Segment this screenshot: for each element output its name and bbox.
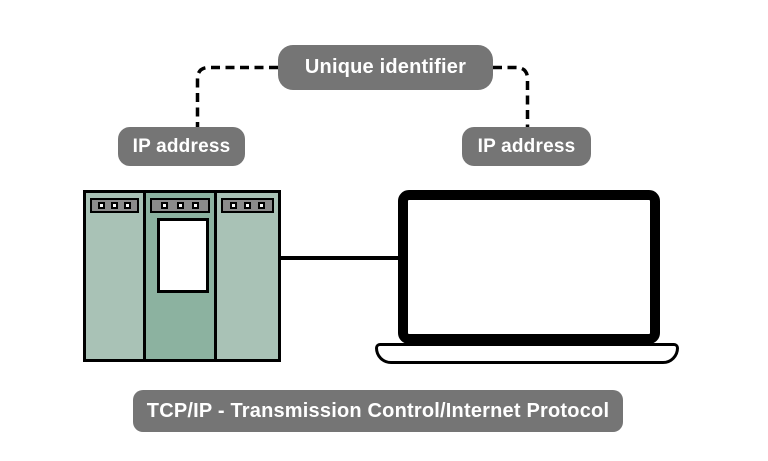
vent-hole xyxy=(98,202,105,209)
plc-display-window xyxy=(157,218,209,293)
unique-identifier-label: Unique identifier xyxy=(278,45,493,90)
laptop-screen xyxy=(398,190,660,344)
diagram-caption-text: TCP/IP - Transmission Control/Internet P… xyxy=(146,399,610,422)
vent-strip xyxy=(150,198,210,213)
ip-address-label-left: IP address xyxy=(118,127,245,166)
dashed-connector-right xyxy=(493,65,530,127)
dashed-connector-left xyxy=(195,65,278,127)
vent-strip xyxy=(221,198,274,213)
plc-device xyxy=(83,190,281,362)
vent-hole xyxy=(124,202,131,209)
diagram-caption: TCP/IP - Transmission Control/Internet P… xyxy=(133,390,623,432)
ip-address-left-text: IP address xyxy=(132,135,231,157)
plc-module-right xyxy=(217,193,278,359)
unique-identifier-text: Unique identifier xyxy=(304,56,467,78)
ip-address-label-right: IP address xyxy=(462,127,591,166)
vent-hole xyxy=(176,202,184,209)
vent-strip xyxy=(90,198,139,213)
laptop-base xyxy=(375,343,679,364)
vent-hole xyxy=(244,202,251,209)
vent-hole xyxy=(160,202,168,209)
ip-address-right-text: IP address xyxy=(477,135,576,157)
vent-hole xyxy=(192,202,200,209)
plc-module-middle xyxy=(143,193,217,359)
vent-hole xyxy=(230,202,237,209)
vent-hole xyxy=(258,202,265,209)
vent-hole xyxy=(111,202,118,209)
plc-module-left xyxy=(86,193,143,359)
